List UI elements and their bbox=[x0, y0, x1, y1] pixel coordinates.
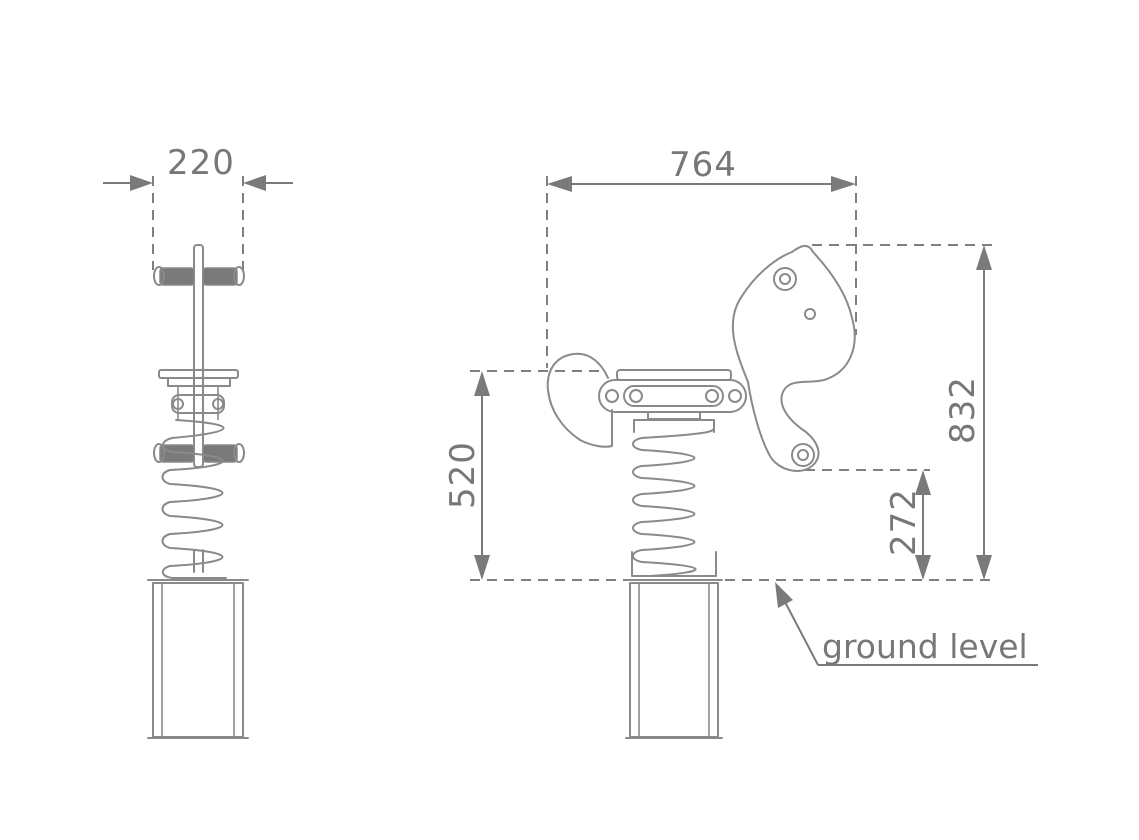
side-length-dimension: 764 bbox=[547, 145, 856, 192]
ground-level-callout: ground level bbox=[775, 582, 1038, 666]
side-spring bbox=[632, 419, 715, 577]
seat-height-label: 520 bbox=[443, 441, 483, 509]
front-view: 220 bbox=[103, 143, 293, 739]
head-bolt-top bbox=[773, 267, 797, 291]
foot-height-label: 272 bbox=[884, 488, 924, 556]
side-view: 764 520 832 272 bbox=[443, 145, 1038, 739]
side-length-label: 764 bbox=[669, 145, 737, 185]
total-height-dimension: 832 bbox=[943, 245, 992, 580]
horse-head bbox=[731, 245, 856, 472]
front-width-dimension: 220 bbox=[103, 143, 293, 270]
front-base bbox=[147, 579, 249, 739]
ground-level-label: ground level bbox=[822, 627, 1028, 666]
horse-tail bbox=[546, 352, 613, 448]
side-seat bbox=[598, 369, 747, 420]
seat-height-dimension: 520 bbox=[443, 371, 490, 580]
front-seat bbox=[158, 369, 239, 420]
eye-hole bbox=[804, 308, 816, 320]
total-height-label: 832 bbox=[943, 376, 983, 444]
front-handle bbox=[153, 244, 245, 468]
foot-height-dimension: 272 bbox=[884, 470, 931, 580]
front-spring bbox=[161, 419, 227, 579]
front-width-label: 220 bbox=[167, 143, 235, 183]
side-extension-lines bbox=[470, 176, 992, 581]
front-footrest bbox=[153, 443, 245, 463]
side-base bbox=[625, 579, 723, 739]
head-bolt-bottom bbox=[791, 443, 815, 467]
